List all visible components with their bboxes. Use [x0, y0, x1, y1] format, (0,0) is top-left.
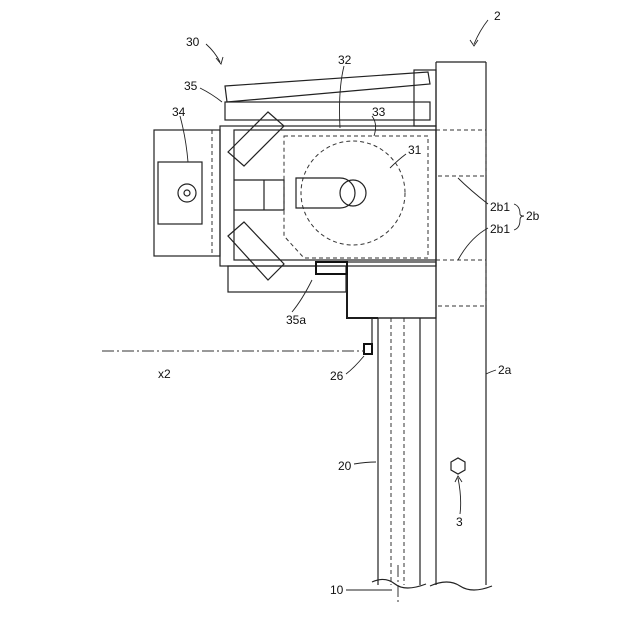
housing-35 — [220, 70, 436, 292]
label-3: 3 — [456, 515, 463, 529]
wheel-31 — [301, 141, 405, 245]
label-2: 2 — [494, 9, 501, 23]
keyhole-slot — [296, 178, 366, 208]
label-x2: x2 — [158, 367, 171, 381]
label-2b1-bottom: 2b1 — [490, 222, 510, 236]
label-20: 20 — [338, 459, 352, 473]
label-30: 30 — [186, 35, 200, 49]
label-2b: 2b — [526, 209, 540, 223]
label-34: 34 — [172, 105, 186, 119]
label-2a: 2a — [498, 363, 512, 377]
member-20 — [372, 318, 426, 588]
post-2 — [430, 62, 492, 590]
label-35: 35 — [184, 79, 198, 93]
label-2b1-top: 2b1 — [490, 200, 510, 214]
label-26: 26 — [330, 369, 344, 383]
label-31: 31 — [408, 143, 422, 157]
label-35a: 35a — [286, 313, 306, 327]
inner-outline-33 — [284, 136, 428, 258]
bolt-3 — [451, 458, 465, 474]
leader-lines — [180, 20, 524, 590]
post-holes-2b1 — [436, 130, 486, 306]
label-33: 33 — [372, 105, 386, 119]
label-32: 32 — [338, 53, 352, 67]
label-10: 10 — [330, 583, 344, 597]
